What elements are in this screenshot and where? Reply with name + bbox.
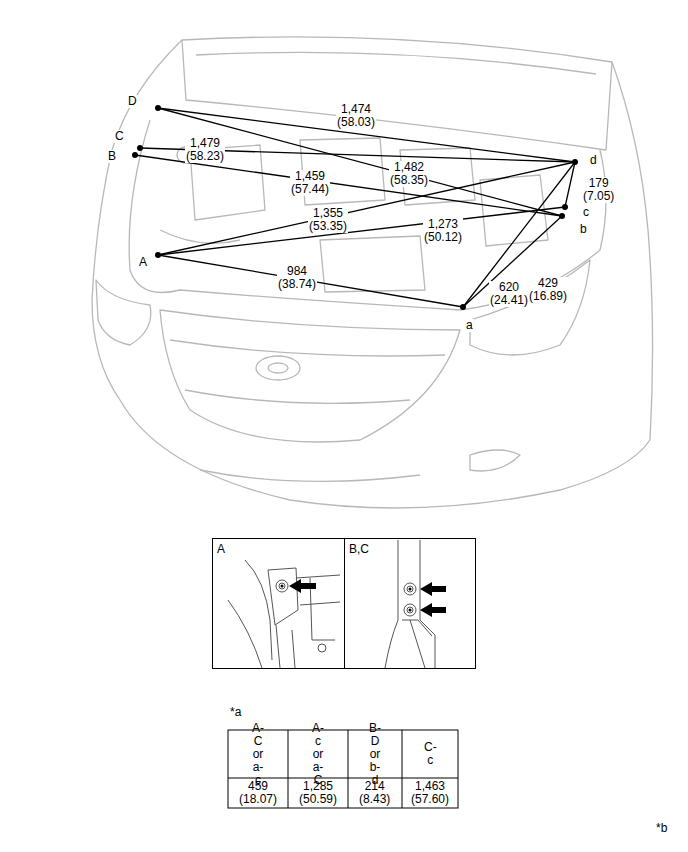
inset-letter: A (213, 541, 229, 558)
note-mark: *a (229, 706, 242, 719)
dimension-value: 620 (24.41) (489, 281, 529, 307)
table-header-cell: B-D or b-d (368, 722, 382, 787)
point-letter: a (465, 319, 474, 332)
point-letter: C (114, 130, 125, 143)
point-letter: b (579, 223, 588, 236)
point-letter: D (127, 95, 138, 108)
detail-inset-panel: B,C (344, 538, 476, 669)
dimension-value: 1,459 (57.44) (290, 170, 330, 196)
dimension-value: 429 (16.89) (528, 277, 568, 303)
dimension-value: 1,479 (58.23) (185, 137, 225, 163)
point-letter: d (589, 154, 598, 167)
note-mark: *b (655, 822, 668, 835)
dimension-value: 179 (7.05) (582, 177, 615, 203)
inset-letter: B,C (345, 541, 373, 558)
detail-inset-panel: A (212, 538, 345, 669)
point-letter: c (582, 206, 590, 219)
dimension-value: 1,355 (53.35) (308, 207, 348, 233)
table-header-cell: A-c or a-C (311, 722, 325, 787)
dimension-value: 1,273 (50.12) (423, 218, 463, 244)
table-header-cell: C-c (423, 741, 438, 767)
point-letter: A (138, 256, 148, 269)
dimension-value: 1,482 (58.35) (389, 161, 429, 187)
dimension-value: 1,474 (58.03) (336, 103, 376, 129)
table-value-cell: 1,285 (50.59) (298, 780, 338, 806)
table-value-cell: 459 (18.07) (238, 780, 278, 806)
table-value-cell: 1,463 (57.60) (410, 780, 450, 806)
dimension-value: 984 (38.74) (277, 265, 317, 291)
table-header-cell: A-C or a-c (251, 722, 265, 787)
table-value-cell: 214 (8.43) (358, 780, 391, 806)
point-letter: B (107, 150, 117, 163)
